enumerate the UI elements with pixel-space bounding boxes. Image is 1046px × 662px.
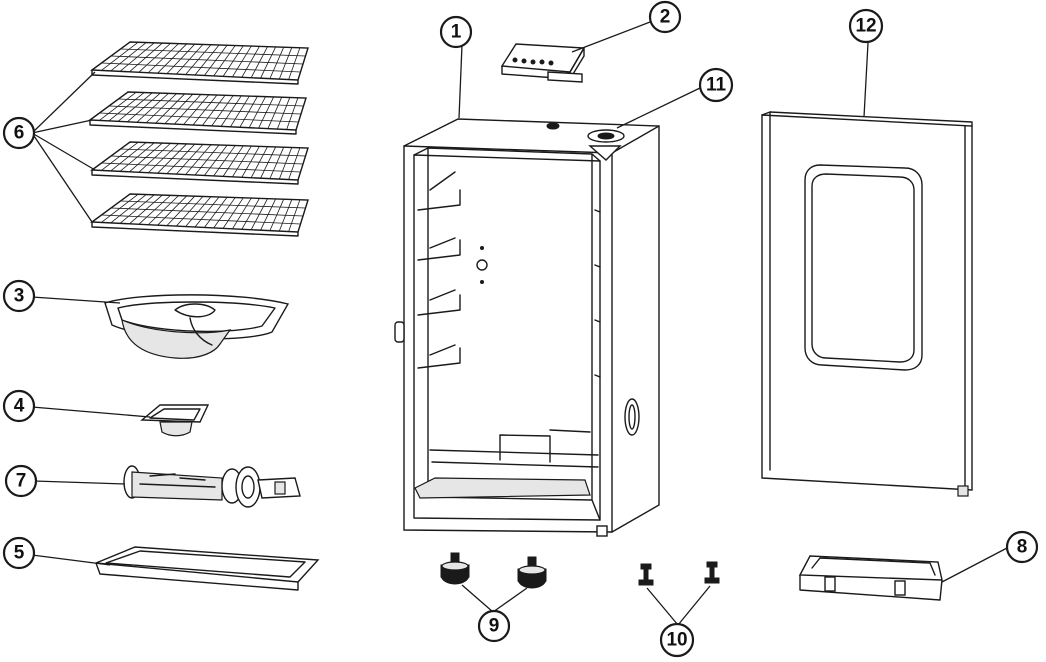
- callout-9: 9: [477, 609, 511, 643]
- callout-12: 12: [848, 8, 884, 44]
- leveling-foot-left: [440, 552, 470, 585]
- callout-3: 3: [2, 279, 36, 313]
- callout-6-label: 6: [14, 123, 25, 144]
- callout-1: 1: [439, 15, 473, 49]
- screw-left: [638, 563, 654, 586]
- callout-11-label: 11: [706, 75, 727, 96]
- cooking-rack-3: [90, 141, 309, 185]
- callout-2-label: 2: [660, 7, 671, 28]
- callout-4-label: 4: [14, 396, 25, 417]
- callout-1-label: 1: [451, 22, 462, 43]
- grease-tray: [798, 555, 943, 601]
- callout-11: 11: [698, 67, 734, 103]
- smoker-body: [394, 118, 660, 537]
- heating-element: [123, 465, 301, 508]
- cooking-rack-1: [90, 41, 309, 85]
- cooking-rack-4: [90, 193, 309, 237]
- callout-4: 4: [2, 389, 36, 423]
- screw-right: [704, 561, 720, 584]
- callout-8: 8: [1005, 530, 1039, 564]
- callout-10-label: 10: [666, 630, 687, 651]
- callout-2: 2: [648, 0, 682, 34]
- leveling-foot-right: [517, 556, 547, 589]
- cooking-rack-2: [88, 91, 307, 135]
- callout-7: 7: [4, 464, 38, 498]
- callout-6: 6: [2, 116, 36, 150]
- callout-5-label: 5: [14, 543, 25, 564]
- drip-tray: [95, 546, 320, 591]
- wood-chip-bowl: [140, 404, 210, 437]
- cooking-racks: [88, 41, 309, 237]
- callout-8-label: 8: [1017, 537, 1028, 558]
- callout-5: 5: [2, 536, 36, 570]
- screws: [638, 561, 720, 586]
- callout-7-label: 7: [16, 471, 27, 492]
- water-bowl: [104, 294, 290, 359]
- door: [761, 111, 973, 497]
- callout-3-label: 3: [14, 286, 25, 307]
- callout-12-label: 12: [855, 16, 876, 37]
- callout-10: 10: [659, 622, 695, 658]
- leader-lines: [31, 21, 1008, 626]
- control-panel: [500, 43, 586, 83]
- leveling-feet: [440, 552, 547, 589]
- callout-9-label: 9: [489, 616, 500, 637]
